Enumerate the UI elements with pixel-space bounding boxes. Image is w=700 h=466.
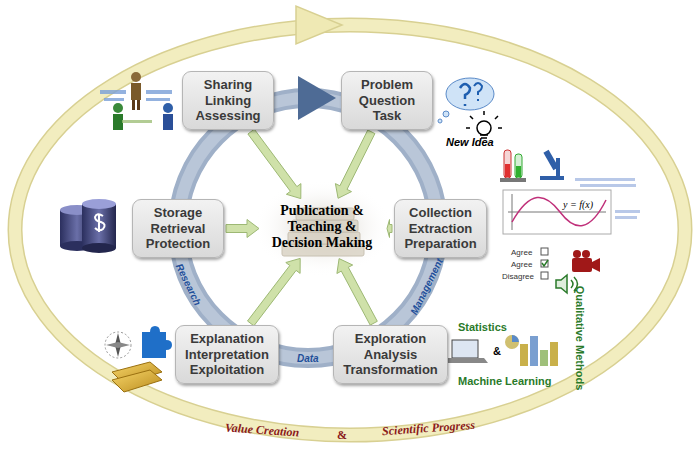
lab-icons bbox=[500, 150, 564, 182]
flow-arrow bbox=[387, 220, 392, 238]
loop-label: Value Creation bbox=[225, 420, 300, 440]
survey-option: Disagree bbox=[502, 272, 534, 281]
method-label: Machine Learning bbox=[458, 375, 552, 387]
loop-label: & bbox=[337, 428, 347, 443]
method-label: Qualitative Methods bbox=[574, 286, 586, 391]
books-shadow bbox=[253, 180, 393, 276]
compass-icon bbox=[105, 332, 131, 358]
hub-text: Publication & Teaching & Decision Making bbox=[262, 201, 384, 256]
ring-arrowhead bbox=[298, 76, 336, 120]
question-cloud-icon bbox=[438, 78, 494, 123]
box-label: Problem Question Task bbox=[359, 77, 415, 124]
people-icon bbox=[100, 72, 173, 130]
flow-arrow bbox=[226, 220, 259, 238]
survey-icon bbox=[541, 248, 548, 279]
box-label: Explanation Interpretation Exploitation bbox=[185, 331, 269, 378]
bar-chart-icon bbox=[505, 335, 558, 366]
outer-arrowhead bbox=[296, 6, 342, 44]
box-label: Sharing Linking Assessing bbox=[195, 77, 260, 124]
box-label: Storage Retrieval Protection bbox=[146, 205, 210, 252]
process-box: Problem Question Task bbox=[341, 71, 433, 130]
formula-text: y = f(x) bbox=[561, 199, 595, 210]
laptop-icon bbox=[442, 340, 488, 363]
method-label: Statistics bbox=[458, 321, 507, 333]
survey-option: Agree bbox=[511, 260, 532, 269]
puzzle-icon bbox=[142, 326, 172, 358]
outer-loop bbox=[15, 25, 685, 435]
lightbulb-icon bbox=[466, 111, 502, 138]
chart-icon bbox=[503, 190, 611, 234]
flow-arrow bbox=[248, 258, 301, 325]
connector-word: & bbox=[493, 345, 501, 357]
outer-loop-fill bbox=[15, 25, 685, 435]
flow-arrow bbox=[337, 259, 377, 326]
database-icon bbox=[60, 199, 116, 253]
survey-option: Agree bbox=[511, 248, 532, 257]
icon-caption: New Idea bbox=[446, 136, 494, 148]
flow-arrow bbox=[335, 130, 375, 198]
gold-bars-icon bbox=[112, 362, 162, 392]
hub-text: Publication & Teaching & Decision Making bbox=[266, 203, 378, 251]
process-box: Sharing Linking Assessing bbox=[182, 71, 274, 130]
ring-label: Data bbox=[297, 353, 319, 364]
process-box: Storage Retrieval Protection bbox=[132, 199, 224, 258]
loop-label: Scientific Progress bbox=[382, 418, 476, 439]
box-label: Exploration Analysis Transformation bbox=[343, 331, 438, 378]
process-box: Collection Extraction Preparation bbox=[394, 199, 487, 258]
flow-arrow bbox=[248, 129, 301, 198]
box-label: Collection Extraction Preparation bbox=[404, 205, 476, 252]
process-box: Exploration Analysis Transformation bbox=[333, 325, 448, 384]
camera-icon bbox=[572, 250, 600, 272]
process-box: Explanation Interpretation Exploitation bbox=[175, 325, 279, 384]
